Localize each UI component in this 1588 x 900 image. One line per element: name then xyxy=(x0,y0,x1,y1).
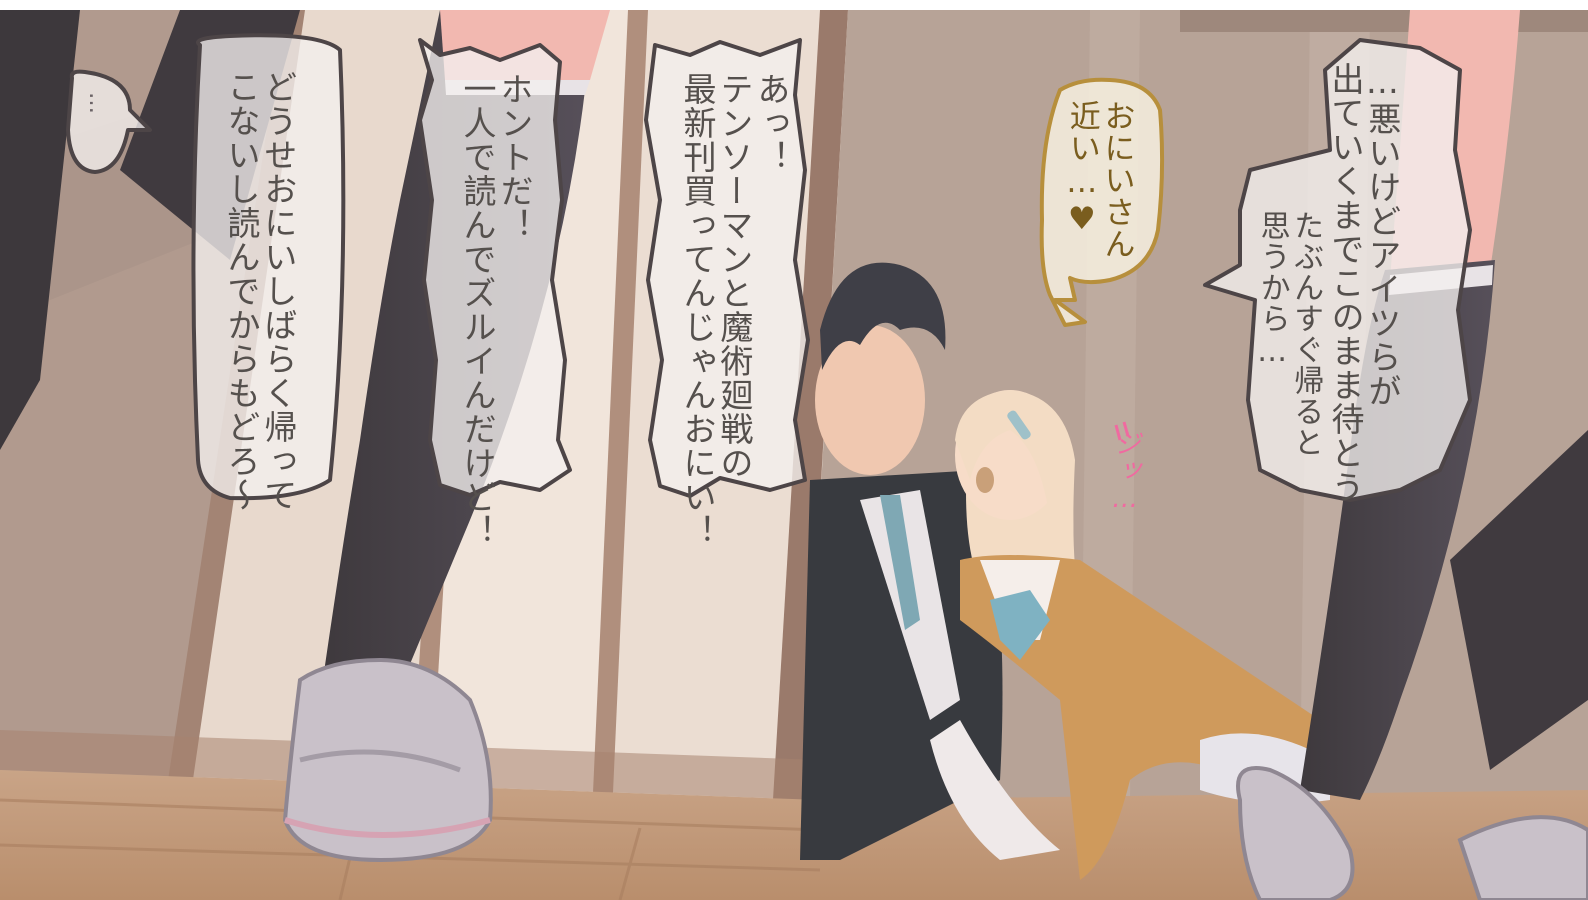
left-far-bubble xyxy=(191,33,346,501)
heart-bubble xyxy=(1039,77,1165,327)
boy-character xyxy=(800,262,1060,860)
sfx-text: ジッ… xyxy=(1110,430,1141,515)
ellipsis-bubble xyxy=(66,69,152,174)
speech-heart: おにいさん 近い…♥ xyxy=(1063,100,1135,260)
left-mid-bubble xyxy=(418,38,572,497)
ellipsis-text: … xyxy=(84,92,109,114)
speech-left-mid: ホントだ！ 一人で読んでズルイんだけど！ xyxy=(457,72,534,548)
speech-left-far: どうせおにいしばらく帰って こないし読んでからもどろ〜 xyxy=(221,70,298,512)
speech-bubbles xyxy=(66,33,1472,502)
sfx-marks xyxy=(1114,421,1130,441)
speech-right-2: たぶんすぐ帰ると 思うから… xyxy=(1254,210,1324,458)
speech-center: あっ！ テンソーマンと魔術廻戦の 最新刊買ってんじゃんおにい！ xyxy=(677,72,791,548)
speech-right-1: …悪いけどアイツらが 出ていくまでこのまま待とう xyxy=(1325,62,1402,504)
center-bubble xyxy=(644,38,810,498)
right-bubble xyxy=(1203,38,1472,502)
